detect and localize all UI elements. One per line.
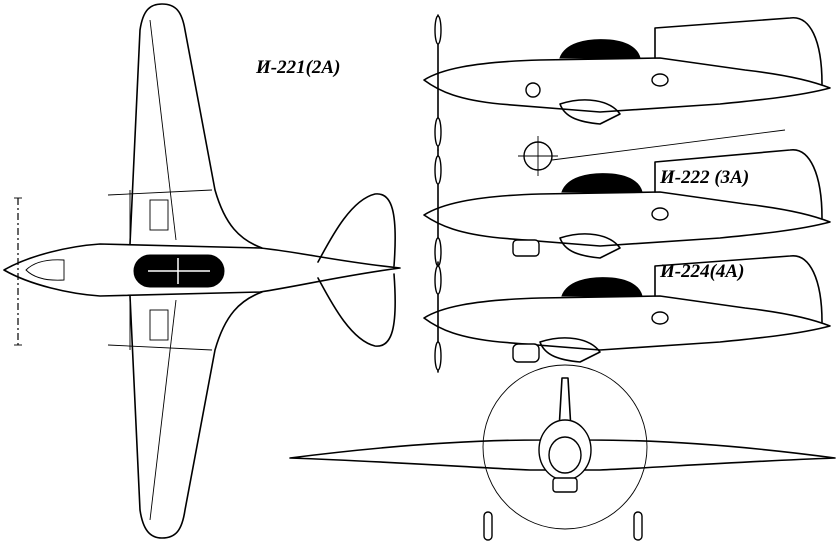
side-view-i222 <box>423 129 831 269</box>
label-i221: И-221(2А) <box>255 57 340 78</box>
label-i222: И-222 (3А) <box>659 167 749 188</box>
plan-view <box>3 3 401 539</box>
plan-tail-upper <box>317 193 396 267</box>
plan-tail-lower <box>317 273 396 347</box>
plan-wing-lower <box>129 291 263 539</box>
side-view-i224 <box>423 255 831 373</box>
plan-wing-upper <box>129 3 263 249</box>
front-view <box>289 364 836 541</box>
label-i224: И-224(4А) <box>659 261 744 282</box>
plan-fuselage <box>3 243 401 297</box>
side-view-i221 <box>423 14 831 151</box>
